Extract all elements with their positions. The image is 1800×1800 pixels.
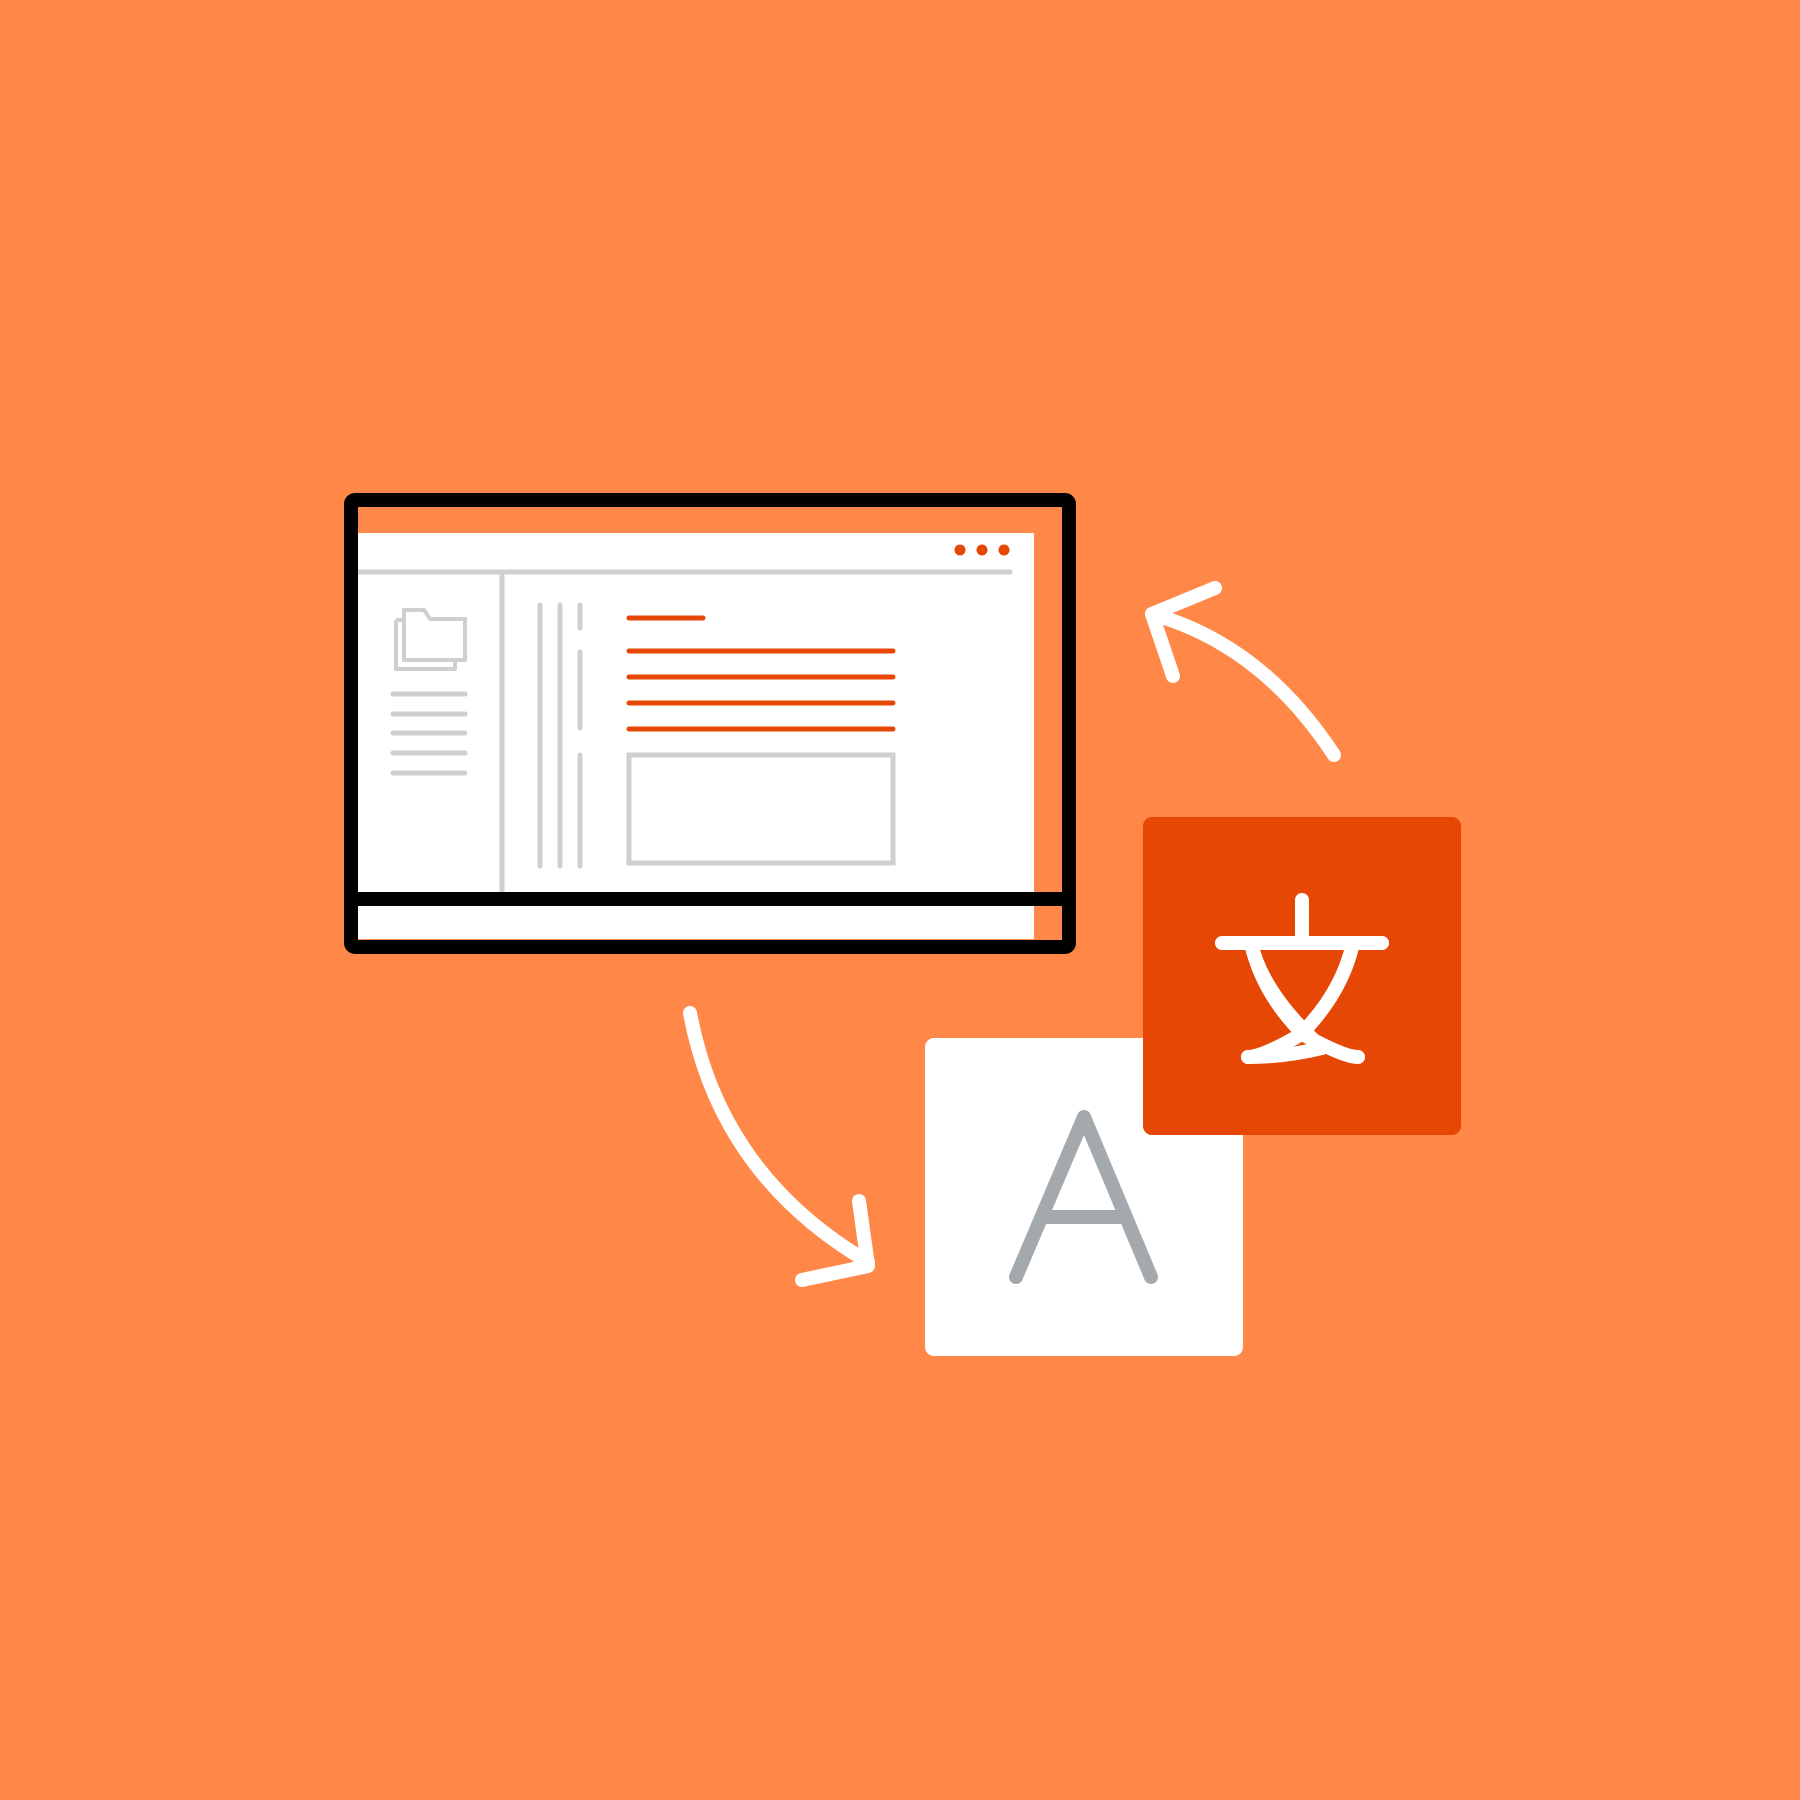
browser-window xyxy=(344,493,1076,954)
target-card-bg xyxy=(1143,817,1461,1135)
page-area xyxy=(354,533,1034,938)
column-lines xyxy=(537,602,583,869)
letter-a-icon xyxy=(1009,1110,1158,1284)
monitor-frame xyxy=(344,493,1076,954)
folder-icon xyxy=(394,608,467,671)
window-dot-1 xyxy=(954,544,966,556)
target-language-card xyxy=(1143,817,1461,1135)
sidebar-list xyxy=(390,691,468,776)
chinese-character-wen-icon xyxy=(1215,893,1389,1064)
content-box xyxy=(626,752,896,866)
window-dot-2 xyxy=(976,544,988,556)
target-to-window-arrow-icon xyxy=(1145,581,1341,762)
content-lines xyxy=(626,615,896,732)
window-controls xyxy=(954,544,1010,556)
status-strip xyxy=(354,903,1034,939)
window-to-source-arrow-icon xyxy=(683,1006,875,1287)
window-dot-3 xyxy=(998,544,1010,556)
